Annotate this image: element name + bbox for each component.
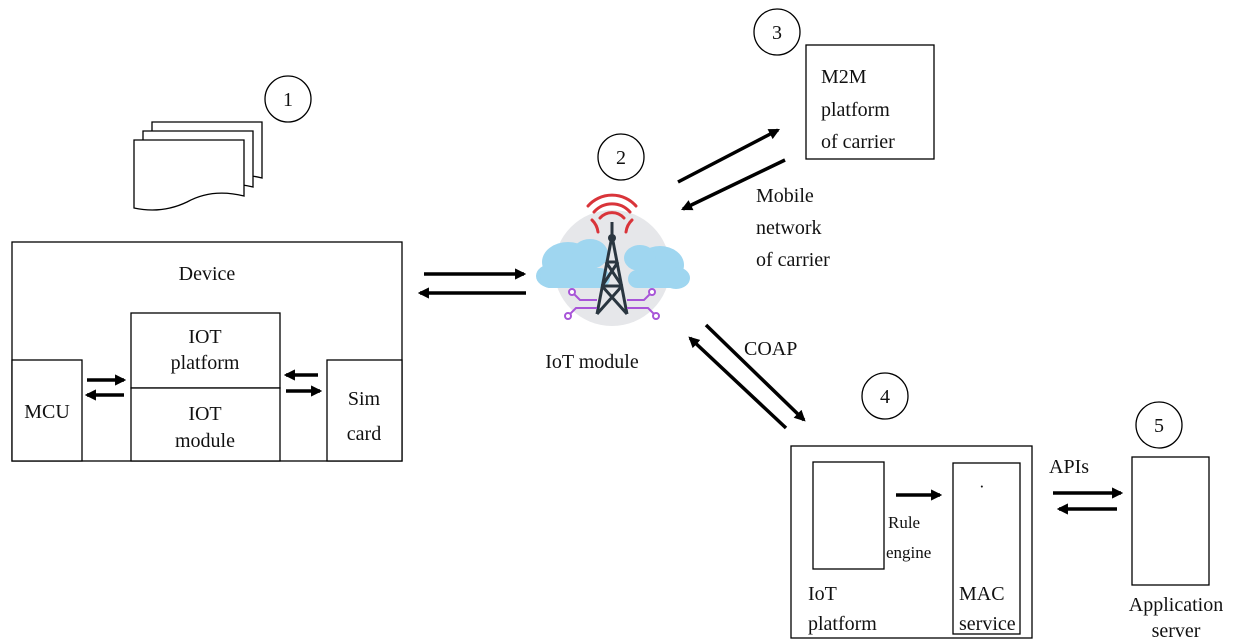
mac-service-dot: · [979, 477, 985, 496]
mac-service-box [952, 462, 1021, 635]
device-title: Device [179, 263, 236, 285]
iot-module-label: IoT module [545, 351, 639, 373]
rule-engine-line2: engine [886, 543, 931, 562]
apis-label: APIs [1049, 456, 1089, 478]
mac-service-line1: MAC [959, 583, 1005, 605]
device-block: Device MCU IOT platform IOT module Sim c… [11, 241, 403, 462]
tower-to-cloud-arrow [704, 323, 806, 422]
marker-5: 5 [1135, 401, 1183, 449]
m2m-line1: M2M [821, 66, 867, 88]
cloud-iot-platform-box [812, 461, 885, 570]
marker-1: 1 [264, 75, 312, 123]
marker-4: 4 [861, 372, 909, 420]
device-iot-module-line2: module [175, 430, 235, 452]
mcu-label: MCU [24, 401, 70, 423]
coap-label: COAP [744, 338, 797, 360]
device-iot-platform-line2: platform [171, 352, 240, 374]
m2m-platform-block: M2M platform of carrier [805, 44, 935, 160]
application-server-line1: Application [1129, 594, 1223, 616]
mobile-network-line1: Mobile [756, 185, 814, 207]
mobile-network-line2: network [756, 217, 822, 239]
mac-service-line2: service [959, 613, 1016, 635]
sim-card-box [326, 359, 403, 462]
application-server-box [1131, 456, 1210, 586]
marker-5-label: 5 [1154, 415, 1164, 437]
device-iot-platform-line1: IOT [188, 326, 221, 348]
m2m-to-tower-arrow [680, 158, 786, 211]
sim-card-line1: Sim [348, 388, 381, 410]
device-iot-platform-box [130, 312, 281, 389]
tower-to-m2m-arrow [677, 128, 780, 184]
device-iot-module-line1: IOT [188, 403, 221, 425]
m2m-line2: platform [821, 99, 890, 121]
mcu-box [11, 359, 83, 462]
cloud-iot-platform-line2: platform [808, 613, 877, 635]
marker-1-label: 1 [283, 89, 293, 111]
marker-3: 3 [753, 8, 801, 56]
cloud-to-tower-arrow [688, 336, 788, 430]
cell-tower-cloud-icon [536, 193, 690, 326]
application-server-line2: server [1152, 620, 1201, 640]
marker-3-label: 3 [772, 22, 782, 44]
rule-engine-line1: Rule [888, 513, 920, 532]
stacked-documents-icon [133, 121, 263, 211]
cloud-iot-platform-line1: IoT [808, 583, 837, 605]
m2m-platform-box [805, 44, 935, 160]
mobile-network-line3: of carrier [756, 249, 830, 271]
marker-4-label: 4 [880, 386, 890, 408]
iot-cloud-block: · Rule engine IoT platform MAC service [790, 445, 1033, 639]
marker-2: 2 [597, 133, 645, 181]
application-server-block: Application server [1129, 456, 1223, 640]
m2m-line3: of carrier [821, 131, 895, 153]
device-iot-module-box [130, 387, 281, 462]
marker-2-label: 2 [616, 147, 626, 169]
sim-card-line2: card [347, 423, 381, 445]
